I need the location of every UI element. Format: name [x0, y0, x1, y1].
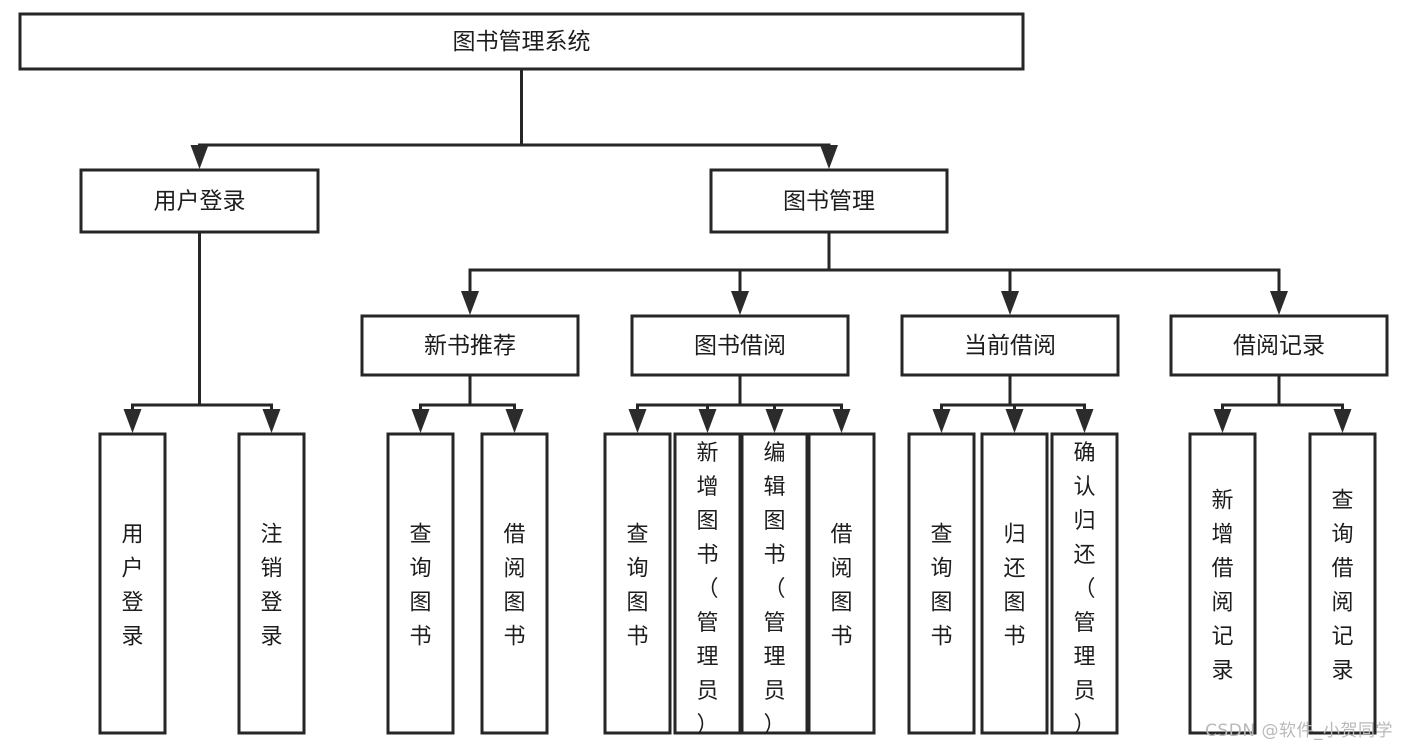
node-label: 当前借阅	[964, 333, 1056, 359]
node-box-borrow-record[interactable]	[1169, 314, 1389, 377]
node-box-query-book-1[interactable]	[386, 432, 455, 735]
node-box-return-book[interactable]	[980, 432, 1049, 735]
arrow-head-icon	[505, 409, 524, 433]
node-label: 查询图书	[626, 523, 648, 650]
node-box-query-borrow-record[interactable]	[1308, 432, 1377, 735]
arrow-head-icon	[1075, 409, 1094, 433]
arrow-head-icon	[1001, 291, 1019, 315]
node-label: 图书管理系统	[453, 29, 591, 55]
node-label: 确认归还（管理员）	[1073, 441, 1095, 738]
node-label: 借阅图书	[830, 523, 852, 650]
node-label: 查询借阅记录	[1331, 489, 1353, 684]
arrow-head-icon	[820, 145, 838, 169]
arrow-head-icon	[1333, 409, 1352, 433]
node-box-borrow-book-2[interactable]	[807, 432, 876, 735]
node-label: 新增图书（管理员）	[696, 441, 718, 738]
node-label: 用户登录	[154, 189, 246, 215]
arrow-head-icon	[731, 291, 749, 315]
node-box-user-login-do[interactable]	[98, 432, 167, 735]
arrow-head-icon	[932, 409, 951, 433]
node-label: 编辑图书（管理员）	[763, 441, 785, 738]
arrow-head-icon	[832, 409, 851, 433]
node-box-new-book-recommend[interactable]	[360, 314, 580, 377]
node-label: 图书管理	[783, 189, 875, 215]
node-box-add-book-admin[interactable]	[673, 432, 742, 735]
node-box-user-logout[interactable]	[237, 432, 306, 735]
node-label: 新书推荐	[424, 333, 516, 359]
node-label: 归还图书	[1003, 523, 1025, 650]
arrow-head-icon	[1270, 291, 1288, 315]
node-box-edit-book-admin[interactable]	[740, 432, 809, 735]
arrow-head-icon	[765, 409, 784, 433]
node-box-confirm-return-admin[interactable]	[1050, 432, 1119, 735]
node-label: 图书借阅	[694, 333, 786, 359]
arrow-head-icon	[1213, 409, 1232, 433]
node-box-query-book-3[interactable]	[907, 432, 976, 735]
arrow-head-icon	[461, 291, 479, 315]
node-box-add-borrow-record[interactable]	[1188, 432, 1257, 735]
csdn-watermark: CSDN @软件_小贺同学	[1205, 721, 1393, 741]
arrow-head-icon	[628, 409, 647, 433]
node-box-user-login[interactable]	[79, 168, 320, 234]
arrow-head-icon	[262, 409, 281, 433]
arrow-head-icon	[190, 145, 209, 169]
node-label: 新增借阅记录	[1211, 489, 1233, 684]
node-label: 查询图书	[409, 523, 431, 650]
node-box-query-book-2[interactable]	[603, 432, 672, 735]
arrow-head-icon	[411, 409, 430, 433]
node-box-current-borrow[interactable]	[900, 314, 1120, 377]
node-label: 注销登录	[260, 523, 282, 650]
node-box-book-borrow[interactable]	[630, 314, 850, 377]
node-box-root[interactable]	[18, 12, 1025, 71]
arrow-head-icon	[698, 409, 717, 433]
node-label: 查询图书	[930, 523, 952, 650]
arrow-head-icon	[123, 409, 142, 433]
node-label: 用户登录	[121, 523, 143, 650]
node-label: 借阅记录	[1233, 333, 1325, 359]
node-box-borrow-book-1[interactable]	[480, 432, 549, 735]
node-box-book-manage[interactable]	[709, 168, 949, 234]
node-label: 借阅图书	[503, 523, 525, 650]
arrow-head-icon	[1005, 409, 1024, 433]
